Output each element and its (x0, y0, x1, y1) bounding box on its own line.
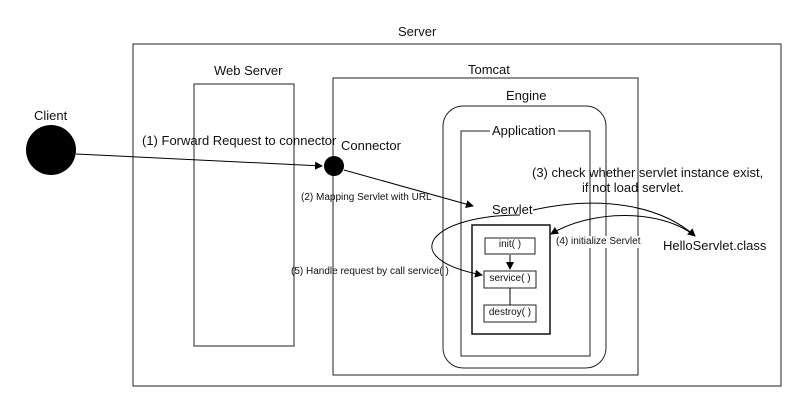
web-server-title: Web Server (214, 63, 283, 78)
init-method-label: init( ) (498, 239, 522, 250)
application-title: Application (490, 123, 558, 139)
step-3-check-label-line2: if not load servlet. (582, 180, 684, 195)
connector-node (324, 156, 344, 176)
handle-request-arrow (431, 214, 521, 278)
tomcat-title: Tomcat (468, 62, 510, 77)
web-server-box (193, 83, 295, 347)
mapping-servlet-arrow (343, 169, 474, 208)
client-node (26, 125, 76, 175)
initialize-servlet-arrow (550, 215, 696, 237)
step-3-check-label-line1: (3) check whether servlet instance exist… (532, 165, 764, 180)
step-4-initialize-label: (4) initialize Servlet (554, 236, 643, 248)
tomcat-box (332, 77, 639, 376)
servlet-title: Servlet (492, 202, 533, 217)
engine-title: Engine (506, 88, 547, 103)
step-1-forward-label: (1) Forward Request to connector (142, 133, 337, 148)
hello-servlet-class-label: HelloServlet.class (663, 238, 767, 253)
server-box (132, 43, 782, 387)
load-servlet-arrow (532, 202, 696, 237)
destroy-method-label: destroy( ) (488, 307, 532, 318)
service-method-label: service( ) (489, 273, 531, 284)
forward-request-arrow (75, 153, 323, 170)
step-5-handle-label: (5) Handle request by call service( ) (291, 266, 449, 277)
connector-label: Connector (341, 138, 401, 153)
init-method-box (484, 237, 536, 255)
step-2-mapping-label: (2) Mapping Servlet with URL (301, 192, 432, 203)
server-title: Server (398, 24, 437, 39)
client-label: Client (34, 108, 68, 123)
